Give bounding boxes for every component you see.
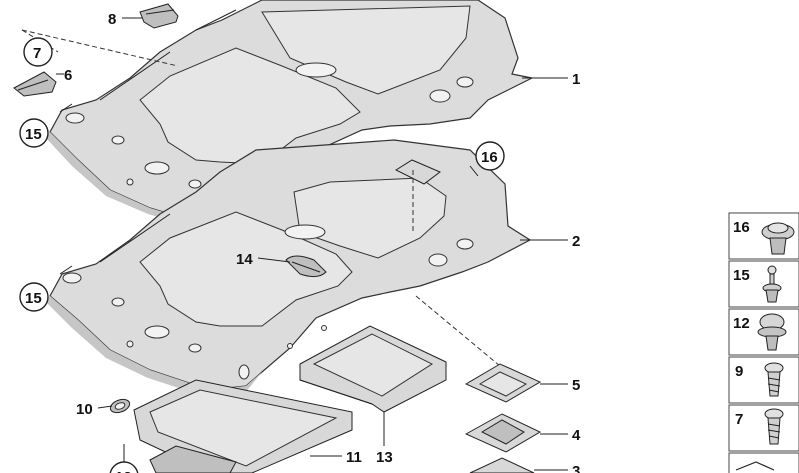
fastener-legend: 16 15 12 9 xyxy=(728,212,799,473)
callout-15b-circle xyxy=(19,282,49,312)
expanding-rivet-icon xyxy=(762,265,782,303)
part-13-frame xyxy=(299,325,447,413)
legend-num-7: 7 xyxy=(735,411,743,428)
callout-14: 14 xyxy=(236,251,253,268)
headliner-part-1 xyxy=(46,0,534,232)
callout-8: 8 xyxy=(108,11,116,28)
callout-2: 2 xyxy=(572,233,580,250)
part-3-seal xyxy=(469,457,535,473)
arrow-icon xyxy=(735,461,775,471)
callout-11: 11 xyxy=(346,449,362,466)
screw-icon xyxy=(764,362,784,397)
callout-13: 13 xyxy=(376,449,393,466)
part-6-clip xyxy=(13,71,57,97)
callout-16-circle xyxy=(475,141,505,171)
callout-labels: 1 2 5 4 3 8 6 14 10 11 13 7 15 15 16 12 xyxy=(19,11,581,473)
callout-12-circle xyxy=(109,461,139,473)
mushroom-clip-icon xyxy=(757,313,787,351)
callout-15-top: 15 xyxy=(25,126,42,143)
callout-4: 4 xyxy=(572,427,581,444)
legend-num-15: 15 xyxy=(733,267,750,284)
callout-15a-circle xyxy=(19,118,49,148)
part-4-seal xyxy=(464,413,542,453)
callout-7-circle xyxy=(23,37,53,67)
part-10-cap xyxy=(109,398,131,414)
callout-3: 3 xyxy=(572,463,580,473)
legend-num-12: 12 xyxy=(733,315,750,332)
trim-clip-icon xyxy=(761,222,795,255)
headliner-part-2 xyxy=(46,139,532,398)
callout-leaders xyxy=(56,17,568,471)
callout-6: 6 xyxy=(64,67,72,84)
legend-num-9: 9 xyxy=(735,363,743,380)
callout-16: 16 xyxy=(481,149,498,166)
callout-5: 5 xyxy=(572,377,580,394)
part-8-clip xyxy=(139,3,179,29)
part-14-light xyxy=(285,255,327,278)
callout-15-bottom: 15 xyxy=(25,290,42,307)
part-5-seal xyxy=(464,363,542,403)
callout-12: 12 xyxy=(115,469,132,473)
callout-10: 10 xyxy=(76,401,93,418)
screw-icon xyxy=(764,408,784,445)
callout-1: 1 xyxy=(572,71,580,88)
legend-num-16: 16 xyxy=(733,219,750,236)
callout-7: 7 xyxy=(33,45,41,62)
